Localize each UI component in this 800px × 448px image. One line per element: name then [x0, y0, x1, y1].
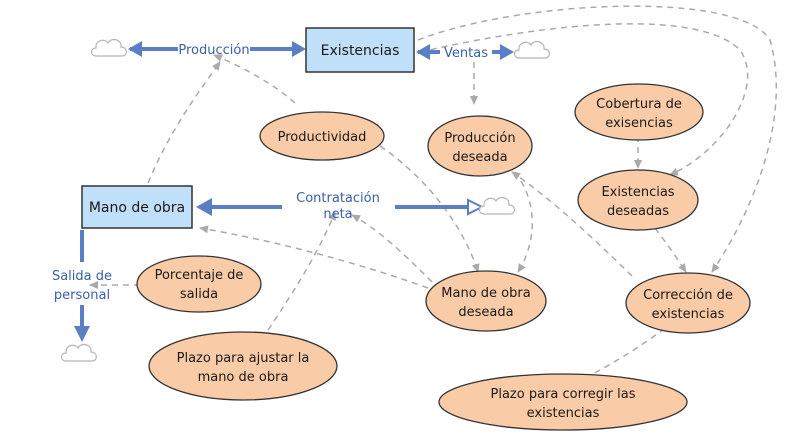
var-correccion-line1: Corrección de — [643, 288, 733, 303]
var-porcentaje-salida-line2: salida — [180, 287, 218, 302]
flow-contratacion: Contratación neta — [196, 191, 485, 222]
var-porcentaje-salida-line1: Porcentaje de — [155, 268, 244, 283]
flow-contratacion-label-2: neta — [323, 207, 352, 222]
stock-mano-de-obra-label: Mano de obra — [89, 200, 185, 216]
cloud-icon — [478, 196, 515, 215]
var-plazo-ajustar[interactable]: Plazo para ajustar la mano de obra — [148, 331, 338, 401]
link-productividad-produccion — [213, 54, 296, 104]
var-existencias-deseadas[interactable]: Existencias deseadas — [577, 169, 699, 231]
flow-ventas-left-head — [416, 44, 430, 60]
flow-produccion-left-head — [128, 41, 142, 57]
stock-existencias[interactable]: Existencias — [305, 27, 415, 73]
var-correccion-existencias[interactable]: Corrección de existencias — [625, 272, 751, 334]
link-existencias-deseadas — [419, 23, 749, 176]
var-cobertura-line2: exisencias — [605, 116, 673, 131]
link-manoobra-deseada-contratacion — [351, 214, 433, 283]
link-plazo-ajustar-contratacion — [267, 211, 336, 331]
stock-existencias-label: Existencias — [321, 43, 400, 59]
var-mano-obra-deseada-line2: deseada — [458, 305, 513, 320]
link-existencias-deseadas-correccion — [654, 227, 687, 273]
var-produccion-deseada-line2: deseada — [452, 150, 507, 165]
flow-salida-label-1: Salida de — [52, 269, 112, 284]
flow-contratacion-left-head — [196, 198, 212, 216]
var-mano-obra-deseada-line1: Mano de obra — [441, 286, 530, 301]
info-links — [89, 5, 777, 379]
var-correccion-line2: existencias — [652, 307, 725, 322]
flow-salida-head — [74, 326, 90, 342]
flow-produccion-label: Producción — [178, 43, 249, 58]
link-existencias-correccion — [417, 5, 777, 273]
var-produccion-deseada[interactable]: Producción deseada — [427, 115, 533, 177]
var-plazo-corregir[interactable]: Plazo para corregir las existencias — [438, 373, 688, 431]
var-productividad[interactable]: Productividad — [259, 111, 385, 161]
link-plazo-corregir-correccion — [584, 322, 673, 379]
link-productividad-manoobra-deseada — [379, 145, 480, 273]
var-plazo-ajustar-line2: mano de obra — [198, 370, 289, 385]
flow-ventas: Ventas — [416, 44, 514, 61]
stock-mano-de-obra[interactable]: Mano de obra — [81, 185, 193, 229]
flow-contratacion-right-head — [467, 198, 485, 216]
var-produccion-deseada-line1: Producción — [444, 131, 515, 146]
var-existencias-deseadas-line1: Existencias — [601, 185, 674, 200]
var-mano-obra-deseada[interactable]: Mano de obra deseada — [425, 270, 547, 332]
flow-salida: Salida de personal — [52, 230, 112, 342]
link-produccion-deseada-manoobra — [514, 171, 533, 273]
cloud-icon — [60, 343, 97, 362]
var-plazo-corregir-line1: Plazo para corregir las — [491, 387, 636, 402]
var-cobertura-line1: Cobertura de — [596, 97, 682, 112]
link-manoobra-produccion — [147, 61, 221, 184]
flow-contratacion-label-1: Contratación — [296, 191, 380, 206]
cloud-icon — [90, 38, 127, 57]
clouds — [60, 38, 550, 362]
flow-produccion: Producción — [128, 41, 306, 58]
var-plazo-ajustar-line1: Plazo para ajustar la — [177, 351, 310, 366]
var-plazo-corregir-line2: existencias — [527, 406, 600, 421]
flow-salida-label-2: personal — [54, 288, 110, 303]
var-existencias-deseadas-line2: deseadas — [607, 204, 669, 219]
flow-ventas-label: Ventas — [444, 46, 488, 61]
flow-produccion-right-head — [292, 41, 306, 57]
cloud-icon — [513, 40, 550, 59]
var-productividad-label: Productividad — [278, 130, 367, 145]
flow-ventas-right-head — [500, 44, 514, 60]
var-porcentaje-salida[interactable]: Porcentaje de salida — [136, 255, 262, 313]
link-manoobra-deseada-manoobra — [199, 225, 429, 289]
var-cobertura-existencias[interactable]: Cobertura de exisencias — [574, 83, 704, 141]
